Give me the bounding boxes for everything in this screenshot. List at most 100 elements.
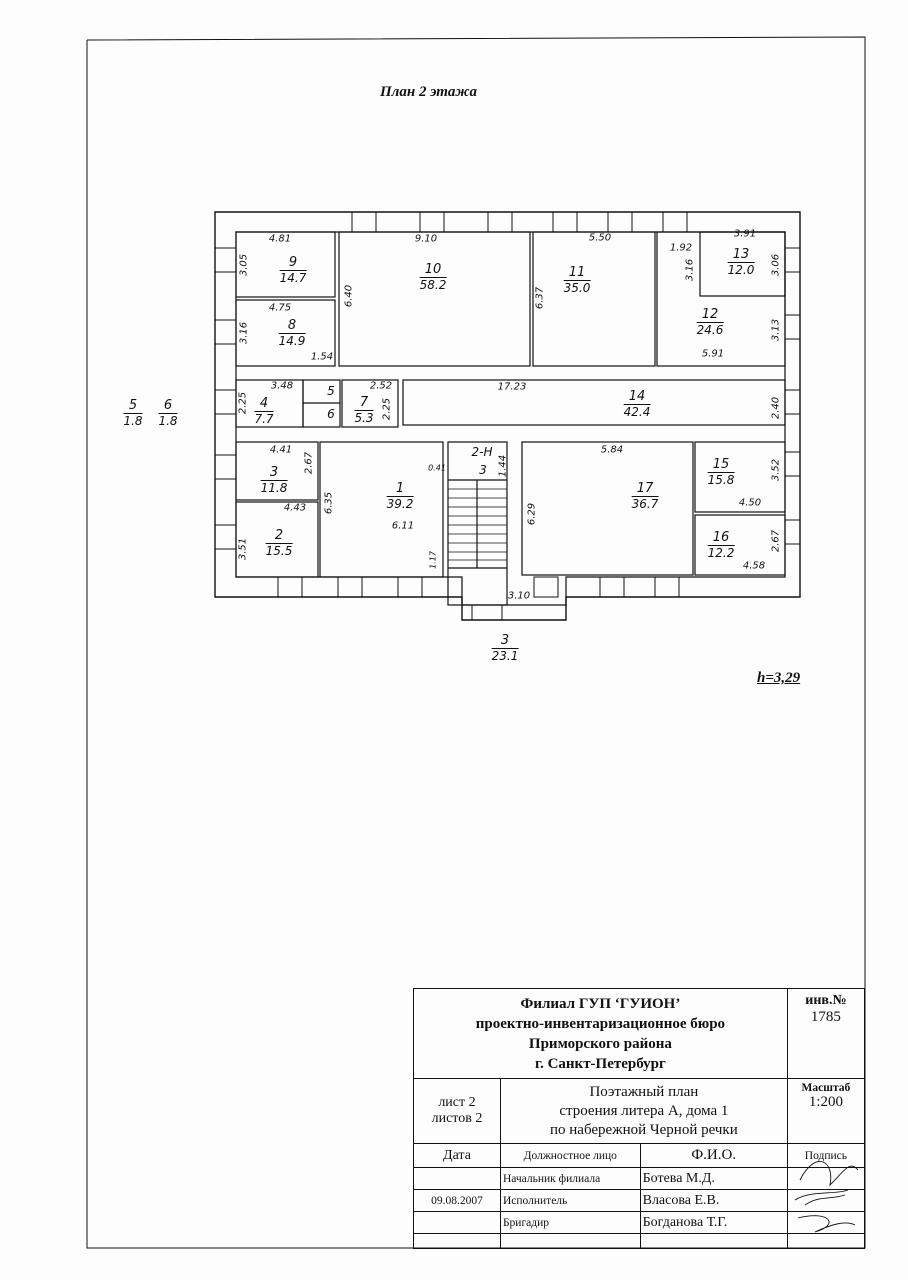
description-cell: Поэтажный план строения литера А, дома 1… — [499, 1078, 788, 1144]
row-position: Начальник филиала — [499, 1167, 641, 1190]
room-area: 15.8 — [707, 473, 735, 487]
dimension: 5.84 — [600, 444, 624, 456]
dimension: 5.91 — [701, 348, 725, 360]
dimension: 1.17 — [428, 551, 438, 569]
sheet-frame — [86, 36, 866, 1249]
wc-5-label: 5 — [327, 384, 335, 398]
header-position: Должностное лицо — [499, 1143, 641, 1168]
room-area: 23.1 — [491, 649, 519, 663]
room-number: 13 — [727, 247, 755, 263]
sheet-cell: лист 2 листов 2 — [413, 1078, 501, 1144]
dimension: 6.37 — [534, 286, 546, 310]
windows — [214, 211, 801, 621]
wc-6-label: 6 — [327, 407, 335, 421]
room-17-outline — [521, 441, 694, 576]
dimension: 1.92 — [669, 242, 693, 254]
room-area: 11.8 — [260, 481, 288, 495]
row-name: Власова Е.В. — [639, 1189, 788, 1212]
dimension: 9.10 — [414, 233, 438, 245]
room-16-outline — [694, 514, 786, 576]
room-1-outline — [319, 441, 444, 578]
scale-value: 1:200 — [808, 1094, 843, 1110]
dimension: 0.41 — [428, 463, 446, 473]
row-position: Исполнитель — [499, 1189, 641, 1212]
row-name: Богданова Т.Г. — [639, 1211, 788, 1234]
org-name: Филиал ГУП ‘ГУИОН’ — [520, 995, 681, 1012]
empty-cell — [413, 1233, 501, 1249]
org-bureau: проектно-инвентаризационное бюро — [475, 1015, 726, 1032]
room-number: 10 — [419, 262, 447, 278]
dimension: 3.05 — [238, 253, 250, 277]
dimension: 6.11 — [391, 520, 415, 532]
room-area: 36.7 — [631, 497, 659, 511]
room-number: 17 — [631, 481, 659, 497]
empty-cell — [786, 1233, 866, 1249]
dimension: 2.25 — [381, 397, 393, 421]
room-area: 5.3 — [354, 411, 374, 425]
room-area: 39.2 — [386, 497, 414, 511]
dimension: 5.50 — [588, 232, 612, 244]
room-number: 5 — [123, 398, 143, 414]
stair-name: 2-Н — [471, 445, 493, 459]
ceiling-height: h=3,29 — [757, 670, 801, 686]
room-area: 1.8 — [158, 414, 178, 428]
row-name: Ботева М.Д. — [639, 1167, 788, 1190]
dimension: 3.16 — [684, 258, 696, 282]
room-number: 6 — [158, 398, 178, 414]
scale-label: Масштаб — [801, 1082, 851, 1094]
description-line: по набережной Черной речки — [550, 1121, 738, 1138]
dimension: 4.50 — [738, 497, 762, 509]
room-area: 7.7 — [254, 412, 274, 426]
dimension: 17.23 — [497, 381, 527, 393]
dimension: 2.67 — [770, 529, 782, 553]
row-date — [413, 1211, 501, 1234]
dimension: 2.52 — [369, 380, 393, 392]
description-line: строения литера А, дома 1 — [559, 1102, 729, 1119]
row-signature — [786, 1189, 866, 1212]
dimension: 2.40 — [770, 396, 782, 420]
header-name: Ф.И.О. — [639, 1143, 788, 1168]
dimension: 4.43 — [283, 502, 307, 514]
room-area: 12.2 — [707, 546, 735, 560]
inventory-cell: инв.№ 1785 — [786, 988, 866, 1079]
room-number: 16 — [707, 530, 735, 546]
title-block: Филиал ГУП ‘ГУИОН’ проектно-инвентаризац… — [413, 988, 866, 1249]
room-area: 14.7 — [279, 271, 307, 285]
room-area: 12.0 — [727, 263, 755, 277]
room-number: 9 — [279, 255, 307, 271]
room-number: 11 — [563, 265, 591, 281]
org-city: г. Санкт-Петербург — [534, 1055, 666, 1072]
stair-number: 3 — [479, 463, 487, 477]
empty-cell — [499, 1233, 641, 1249]
room-number: 14 — [623, 389, 651, 405]
room-number: 7 — [354, 395, 374, 411]
room-10-outline — [338, 231, 531, 367]
room-area: 24.6 — [696, 323, 724, 337]
room-number: 3 — [260, 465, 288, 481]
row-position: Бригадир — [499, 1211, 641, 1234]
room-15-outline — [694, 441, 786, 513]
room-area: 1.8 — [123, 414, 143, 428]
dimension: 4.41 — [269, 444, 293, 456]
empty-cell — [639, 1233, 788, 1249]
row-signature — [786, 1167, 866, 1190]
room-area: 58.2 — [419, 278, 447, 292]
dimension: 1.54 — [310, 351, 334, 363]
dimension: 2.67 — [303, 451, 315, 475]
room-number: 15 — [707, 457, 735, 473]
sheet-count: листов 2 — [431, 1111, 483, 1126]
